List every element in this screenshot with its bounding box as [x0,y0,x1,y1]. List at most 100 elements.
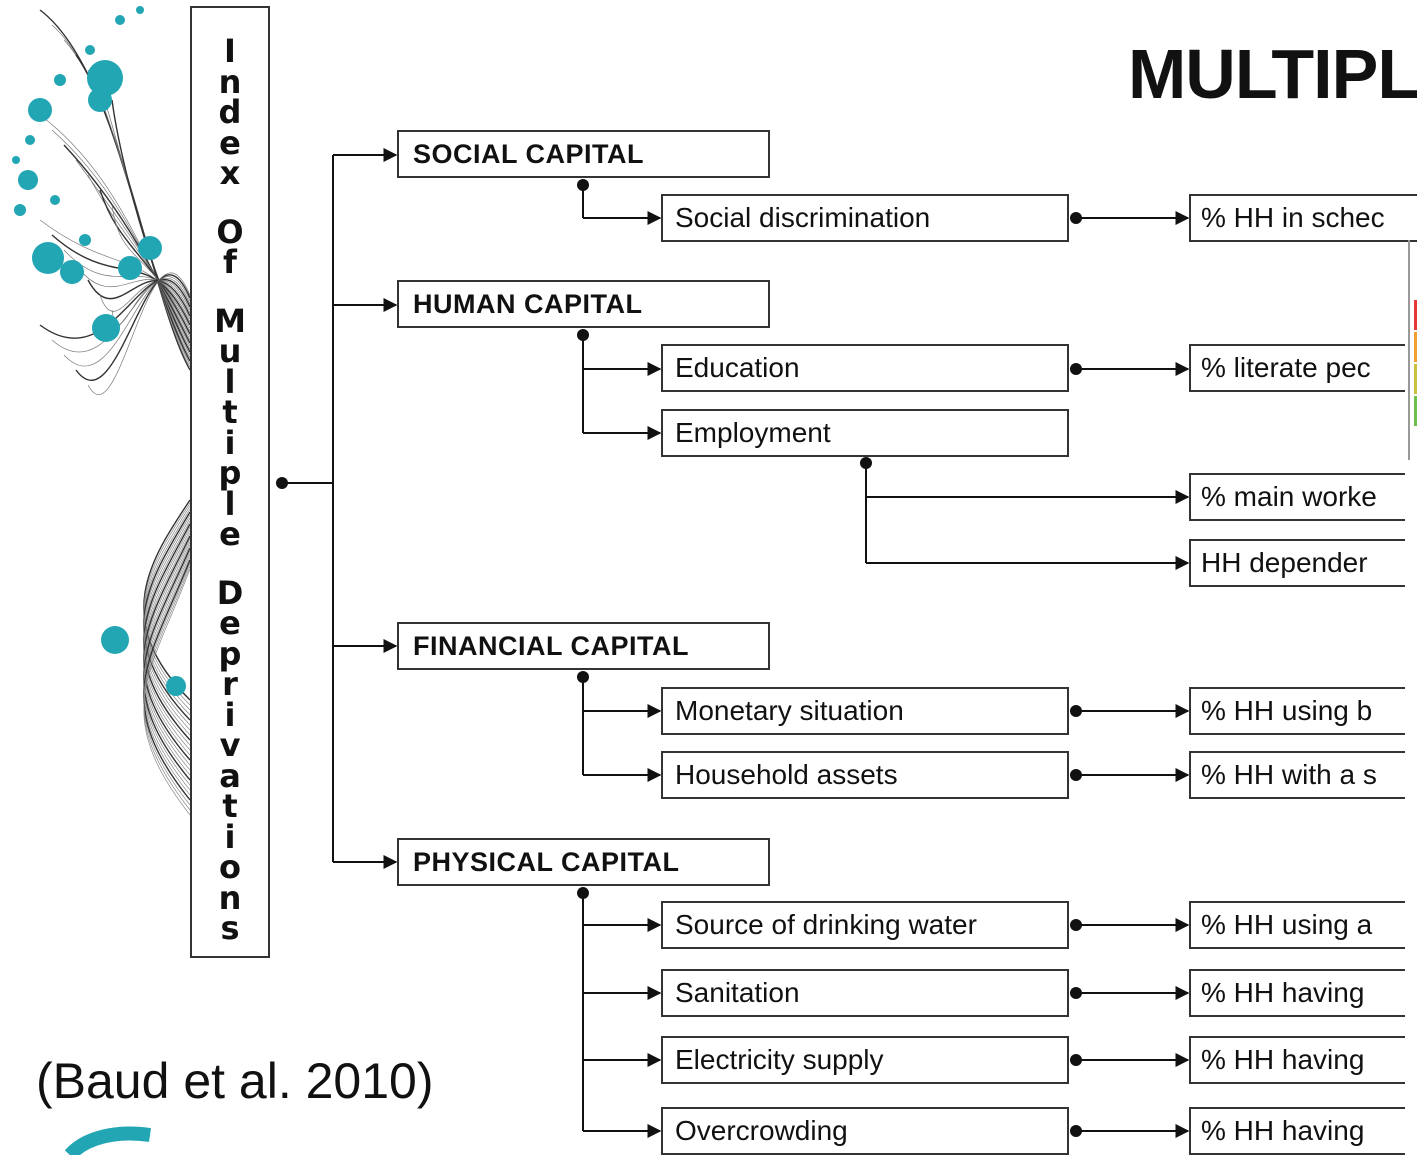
legend-swatch [1414,396,1417,426]
indicator-household-assets: % HH with a s [1189,751,1405,799]
indicator-monetary-situation: % HH using b [1189,687,1405,735]
index-letter: l [224,484,236,523]
network-node [115,15,125,25]
indicator-overcrowding: % HH having [1189,1107,1405,1155]
network-node [50,195,60,205]
indicator-main-workers: % main worke [1189,473,1405,521]
indicator-sanitation: % HH having [1189,969,1405,1017]
education-box: Education [661,344,1069,392]
index-letter: v [219,726,241,764]
index-letter: e [219,123,241,162]
network-graphic [12,6,190,1155]
network-strand [143,568,190,816]
network-strand [143,547,190,781]
network-strand [39,114,190,350]
overcrowding-box: Overcrowding [661,1107,1069,1155]
network-strand [143,565,190,811]
network-node [25,135,35,145]
index-letter: p [218,634,242,673]
index-letter: M [214,301,246,340]
network-strand [75,264,190,320]
network-strand [111,99,190,353]
network-node [138,236,162,260]
network-strand [143,553,190,791]
monetary-situation-box: Monetary situation [661,687,1069,735]
index-letter: u [218,332,242,370]
network-node [166,676,186,696]
household-assets-box: Household assets [661,751,1069,799]
network-strand [143,559,190,801]
network-strand [143,535,190,761]
network-strand [99,280,190,314]
index-letter: e [219,604,241,642]
index-letter: O [216,212,244,251]
network-node [28,98,52,122]
network-strand [143,514,190,726]
network-strand [51,277,190,353]
network-strand [143,529,190,751]
index-letter: i [224,695,236,734]
index-letter: I [224,32,236,70]
network-node [12,156,20,164]
index-letter: a [219,756,241,795]
indicator-hh-dependency: HH depender [1189,539,1405,587]
index-letter: s [220,909,240,947]
network-strand [143,556,190,796]
indicator-social-discrimination: % HH in schec [1189,194,1417,242]
network-strand [143,523,190,741]
network-strand [75,274,190,381]
social-discrimination-box: Social discrimination [661,194,1069,242]
index-letter: t [222,393,238,431]
indicator-drinking-water: % HH using a [1189,901,1405,949]
page-title: MULTIPL [1128,35,1417,113]
index-letter: r [222,665,238,703]
network-strand [111,204,190,332]
network-strand [143,562,190,806]
index-letter: l [224,362,236,401]
network-strand [87,174,190,338]
index-letter: x [219,154,241,192]
network-strand [63,144,190,344]
legend-strip [1408,240,1417,460]
indicator-education: % literate pec [1189,344,1405,392]
network-strand [143,526,190,746]
network-node [85,45,95,55]
index-letter: o [219,848,241,886]
network-strand [143,550,190,786]
index-letter: i [224,423,236,462]
physical-capital-box: PHYSICAL CAPITAL [397,838,770,886]
network-node [54,74,66,86]
network-node [92,314,120,342]
network-strand [63,276,190,367]
human-capital-box: HUMAN CAPITAL [397,280,770,328]
network-node [88,88,112,112]
index-letter: D [216,573,244,612]
network-node [79,234,91,246]
index-letter: f [223,243,237,281]
network-strand [143,517,190,731]
network-strand [87,272,190,395]
network-strand [143,511,190,721]
index-letter: p [218,454,242,492]
electricity-supply-box: Electricity supply [661,1036,1069,1084]
employment-box: Employment [661,409,1069,457]
index-letter: t [222,787,238,825]
drinking-water-box: Source of drinking water [661,901,1069,949]
network-strand [51,129,190,347]
social-capital-box: SOCIAL CAPITAL [397,130,770,178]
network-strand [99,189,190,335]
index-letter: n [218,878,242,917]
sanitation-box: Sanitation [661,969,1069,1017]
index-letter: d [218,93,242,131]
financial-capital-box: FINANCIAL CAPITAL [397,622,770,670]
network-node [136,6,144,14]
network-strand [143,505,190,711]
network-node [18,170,38,190]
network-node [87,60,123,96]
network-node [60,260,84,284]
citation: (Baud et al. 2010) [36,1053,434,1109]
network-node [32,242,64,274]
network-node [118,256,142,280]
